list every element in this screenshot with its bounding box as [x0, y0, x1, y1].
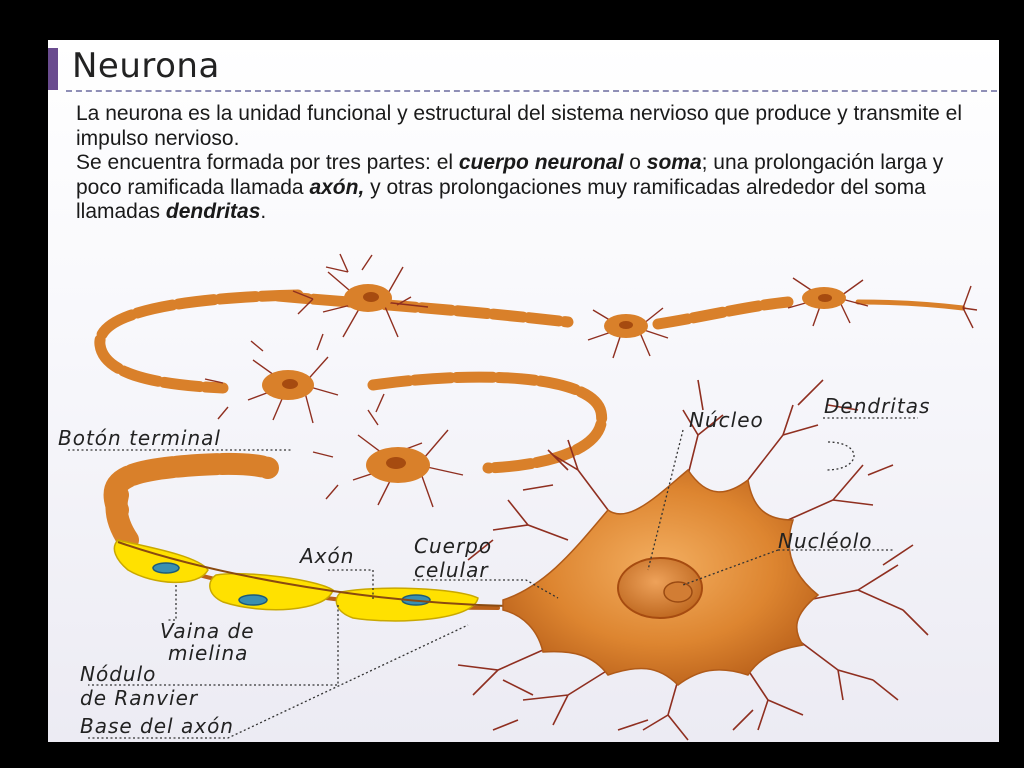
- slide: Neurona La neurona es la unidad funciona…: [48, 40, 999, 742]
- label-nucleolo: Nucléolo: [778, 529, 873, 553]
- nucleus: [617, 557, 703, 619]
- term-dendritas: dendritas: [165, 200, 261, 223]
- title-divider: [66, 90, 997, 92]
- label-nodulo-line-2: de Ranvier: [80, 686, 199, 710]
- intro-text: La neurona es la unidad funcional y estr…: [76, 102, 976, 225]
- page-title: Neurona: [72, 46, 220, 86]
- label-nodulo-line-1: Nódulo: [80, 662, 156, 686]
- neuron-diagram: Botón terminal Axón Cuerpo celular Núcle…: [58, 253, 978, 741]
- intro-line-2: Se encuentra formada por tres partes: el…: [76, 151, 976, 225]
- label-nucleo: Núcleo: [689, 408, 764, 432]
- label-boton-terminal: Botón terminal: [58, 426, 221, 450]
- intro-text-d: y otras prolongaciones muy ramificadas a…: [76, 175, 926, 224]
- label-vaina-line-2: mielina: [168, 641, 248, 665]
- term-cuerpo-neuronal: cuerpo neuronal: [458, 151, 624, 174]
- leader-lines: [68, 417, 918, 739]
- axon-core-line: [117, 541, 509, 607]
- intro-text-b: o: [623, 151, 647, 174]
- intro-text-a: Se encuentra formada por tres partes: el: [76, 151, 459, 174]
- label-celular: celular: [414, 558, 489, 582]
- main-neuron-dendrites: [457, 379, 929, 741]
- background-neurons: [204, 253, 978, 508]
- intro-line-1: La neurona es la unidad funcional y estr…: [76, 102, 963, 150]
- intro-text-e: .: [260, 200, 267, 223]
- label-axon: Axón: [298, 544, 354, 568]
- title-accent-bar: [48, 48, 58, 90]
- nucleolus: [663, 581, 693, 603]
- term-soma: soma: [646, 151, 702, 174]
- label-vaina-line-1: Vaina de: [160, 619, 255, 643]
- term-axon: axón,: [309, 175, 365, 199]
- background-axon: [94, 289, 966, 474]
- intro-text-c: ; una prolongación larga y poco ramifica…: [76, 151, 944, 199]
- label-dendritas: Dendritas: [824, 394, 930, 418]
- label-cuerpo: Cuerpo: [414, 534, 492, 558]
- label-base-axon: Base del axón: [80, 714, 234, 738]
